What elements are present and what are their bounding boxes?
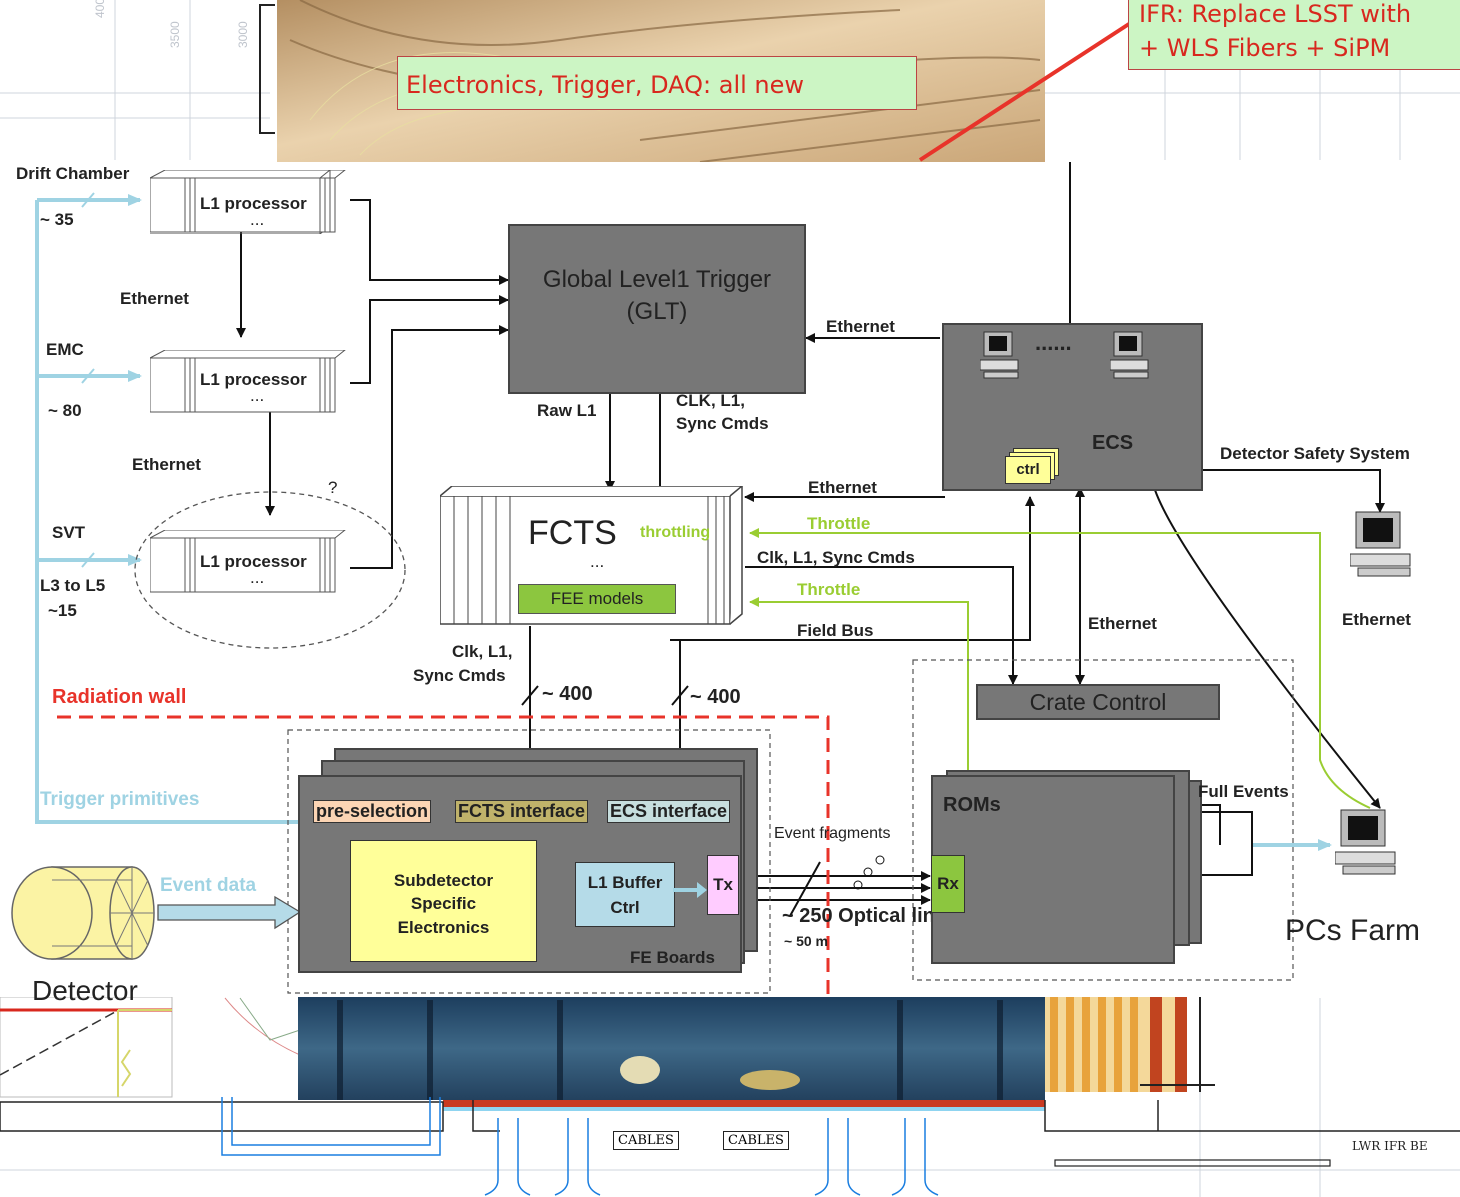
l1-processor-emc: L1 processor ... <box>150 350 345 412</box>
emc-count: ~ 80 <box>48 401 82 421</box>
link-count-ecs: ~ 400 <box>690 686 741 709</box>
event-fragments-label: Event fragments <box>774 825 891 843</box>
l1-processor-dots: ... <box>250 568 264 588</box>
emc-label: EMC <box>46 340 84 360</box>
detector-label: Detector <box>32 975 138 1007</box>
raw-l1-label: Raw L1 <box>537 401 597 421</box>
subdetector-line2: Specific <box>351 894 536 914</box>
event-data-label: Event data <box>160 875 256 897</box>
fcts-dots: ... <box>590 552 604 572</box>
radiation-wall-label: Radiation wall <box>52 686 186 709</box>
safety-computer-icon <box>1350 510 1420 580</box>
ctrl-label: ctrl <box>1005 456 1051 484</box>
throttle-label: Throttle <box>807 514 870 534</box>
buffer-to-tx-arrow <box>673 880 709 900</box>
l1-processor-svt: L1 processor ... <box>150 530 345 592</box>
l1-processor-dots: ... <box>250 210 264 230</box>
l1-buffer-box: L1 Buffer Ctrl <box>575 862 675 927</box>
drift-chamber-label: Drift Chamber <box>16 164 129 184</box>
ctrl-stack: ctrl <box>1005 448 1055 483</box>
l1-processor-drift-chamber: L1 processor ... <box>150 170 345 232</box>
fcts-label: FCTS <box>528 514 617 553</box>
detector-safety-label: Detector Safety System <box>1220 444 1410 464</box>
svt-label: SVT <box>52 523 85 543</box>
crate-control-box: Crate Control <box>976 684 1220 720</box>
pre-selection-box: pre-selection <box>313 800 431 823</box>
l1-buffer-line1: L1 Buffer <box>576 873 674 893</box>
cables-label: CABLES <box>723 1131 789 1150</box>
fe-boards-label: FE Boards <box>630 948 715 968</box>
tx-box: Tx <box>707 855 739 915</box>
question-mark: ? <box>328 478 337 498</box>
throttle-label: Throttle <box>797 580 860 600</box>
ethernet-label: Ethernet <box>120 289 189 309</box>
cables-label: CABLES <box>613 1131 679 1150</box>
computer-icon <box>980 330 1020 382</box>
ethernet-label: Ethernet <box>132 455 201 475</box>
detector-cylinder <box>12 867 300 959</box>
subdetector-line3: Electronics <box>351 918 536 938</box>
svt-count: ~15 <box>48 601 77 621</box>
l1-buffer-line2: Ctrl <box>576 898 674 918</box>
clk-sync-label: Clk, L1, Sync Cmds <box>757 548 915 568</box>
fcts-interface-box: FCTS interface <box>455 800 588 823</box>
l1-processor-dots: ... <box>250 386 264 406</box>
trigger-primitives-label: Trigger primitives <box>40 789 199 811</box>
fee-models-box: FEE models <box>518 584 676 614</box>
fcts-box: FCTS throttling ... FEE models <box>440 486 740 624</box>
drift-chamber-count: ~ 35 <box>40 210 74 230</box>
lwr-ifr-label: LWR IFR BE <box>1352 1139 1428 1153</box>
ethernet-glt-label: Ethernet <box>826 317 895 337</box>
rx-box: Rx <box>931 855 965 913</box>
glt-abbr: (GLT) <box>508 298 806 326</box>
ecs-dots: ...... <box>1035 330 1072 356</box>
subdetector-line1: Subdetector <box>351 871 536 891</box>
throttling-label: throttling <box>640 524 710 542</box>
field-bus-label: Field Bus <box>797 621 874 641</box>
computer-icon <box>1110 330 1150 382</box>
ecs-label: ECS <box>1092 432 1133 455</box>
sync-label: Sync Cmds <box>413 666 506 686</box>
glt-clk-label: CLK, L1, <box>676 391 745 411</box>
ethernet-label: Ethernet <box>1088 614 1157 634</box>
pc-farm-computer-icon <box>1335 808 1405 882</box>
glt-title: Global Level1 Trigger <box>508 266 806 294</box>
link-distance-label: ~ 50 m <box>784 933 828 949</box>
full-events-label: Full Events <box>1198 782 1289 802</box>
ecs-interface-box: ECS interface <box>607 800 730 823</box>
ethernet-fcts-label: Ethernet <box>808 478 877 498</box>
pcs-farm-label: PCs Farm <box>1285 914 1420 948</box>
clk-label: Clk, L1, <box>452 642 512 662</box>
glt-sync-label: Sync Cmds <box>676 414 769 434</box>
ethernet-label: Ethernet <box>1342 610 1411 630</box>
subdetector-electronics-box: Subdetector Specific Electronics <box>350 840 537 962</box>
link-count-fcts: ~ 400 <box>542 683 593 706</box>
roms-label: ROMs <box>943 794 1001 817</box>
svt-range: L3 to L5 <box>40 576 105 596</box>
